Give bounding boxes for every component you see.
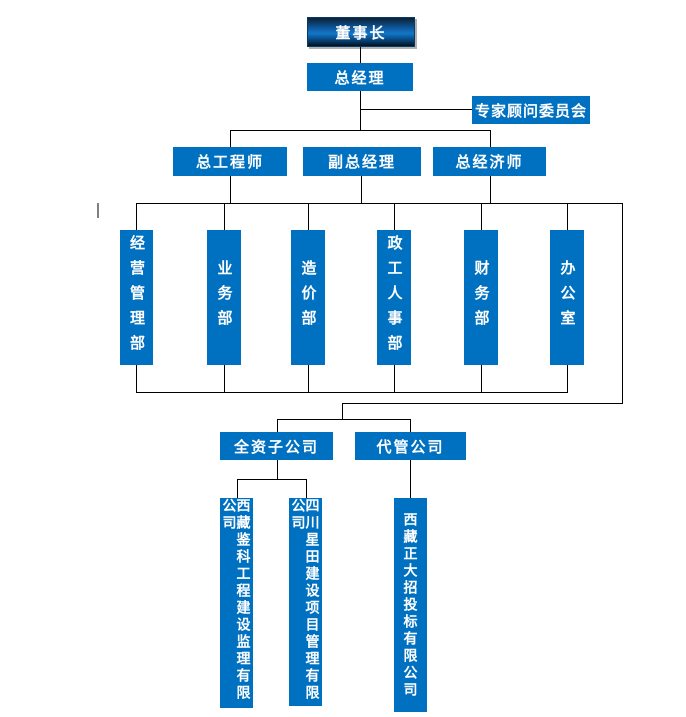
connector: [136, 203, 623, 204]
node-chief-engineer: 总工程师: [173, 147, 287, 176]
node-chairman-label: 董事长: [335, 24, 387, 42]
node-dept-operations-management: 经营管理部: [120, 230, 153, 365]
connector: [224, 203, 225, 230]
node-wholly-owned-subsidiaries: 全资子公司: [220, 432, 333, 460]
connector: [394, 365, 395, 392]
connector: [410, 460, 411, 498]
node-managed-companies: 代管公司: [355, 432, 466, 460]
connector: [490, 176, 491, 203]
node-company-sichuan-xingtian: 四川星田建设项目管理有限公司: [289, 498, 322, 706]
node-chairman: 董事长: [307, 17, 415, 47]
node-dept-political-personnel-label: 政工人事部: [385, 235, 403, 360]
node-company-tibet-jianke-label: 西藏鉴科工程建设监理有限公司: [221, 498, 252, 702]
node-deputy-general-manager-label: 副总经理: [327, 154, 396, 171]
connector: [277, 419, 278, 432]
node-dept-political-personnel: 政工人事部: [377, 230, 411, 365]
node-general-manager-label: 总经理: [334, 69, 386, 87]
connector: [308, 203, 309, 230]
connector: [136, 365, 137, 392]
node-dept-operations-management-label: 经营管理部: [128, 235, 145, 360]
connector: [490, 130, 491, 147]
node-advisory-committee: 专家顾问委员会: [472, 96, 590, 124]
connector: [237, 479, 307, 480]
node-dept-cost-estimation-label: 造价部: [299, 260, 317, 335]
node-chief-economist-label: 总经济师: [455, 154, 524, 171]
connector: [481, 203, 482, 230]
node-chief-economist: 总经济师: [433, 147, 546, 176]
node-wholly-owned-subsidiaries-label: 全资子公司: [233, 438, 319, 456]
connector: [361, 176, 362, 203]
connector: [136, 203, 137, 230]
node-general-manager: 总经理: [307, 63, 413, 91]
connector: [622, 203, 623, 403]
connector: [237, 479, 238, 498]
node-dept-business: 业务部: [207, 230, 241, 365]
node-dept-cost-estimation: 造价部: [291, 230, 325, 365]
node-advisory-committee-label: 专家顾问委员会: [474, 102, 587, 120]
connector: [277, 460, 278, 479]
connector: [394, 203, 395, 230]
node-managed-companies-label: 代管公司: [376, 438, 445, 456]
connector: [360, 109, 473, 110]
connector: [230, 130, 490, 131]
node-dept-business-label: 业务部: [215, 260, 233, 335]
node-company-tibet-jianke: 西藏鉴科工程建设监理有限公司: [220, 498, 253, 708]
connector: [306, 479, 307, 498]
connector: [410, 419, 411, 432]
connector: [481, 365, 482, 392]
connector: [360, 45, 361, 63]
node-deputy-general-manager: 副总经理: [303, 147, 421, 176]
connector: [342, 403, 623, 404]
connector: [342, 403, 343, 419]
connector: [567, 365, 568, 392]
connector: [308, 365, 309, 392]
stray-tick-mark: [97, 203, 99, 218]
node-chief-engineer-label: 总工程师: [195, 154, 264, 171]
node-dept-office-label: 办公室: [558, 260, 576, 335]
node-dept-finance: 财务部: [464, 230, 498, 365]
node-company-tibet-zhengda-label: 西藏正大招投标有限公司: [402, 511, 419, 699]
connector: [360, 91, 361, 130]
connector: [277, 419, 411, 420]
connector: [567, 203, 568, 230]
node-dept-finance-label: 财务部: [472, 260, 490, 335]
connector: [224, 365, 225, 392]
node-company-sichuan-xingtian-label: 四川星田建设项目管理有限公司: [290, 498, 321, 702]
connector: [230, 130, 231, 147]
node-dept-office: 办公室: [550, 230, 584, 365]
node-company-tibet-zhengda: 西藏正大招投标有限公司: [394, 498, 427, 712]
connector: [136, 392, 568, 393]
connector: [230, 176, 231, 203]
